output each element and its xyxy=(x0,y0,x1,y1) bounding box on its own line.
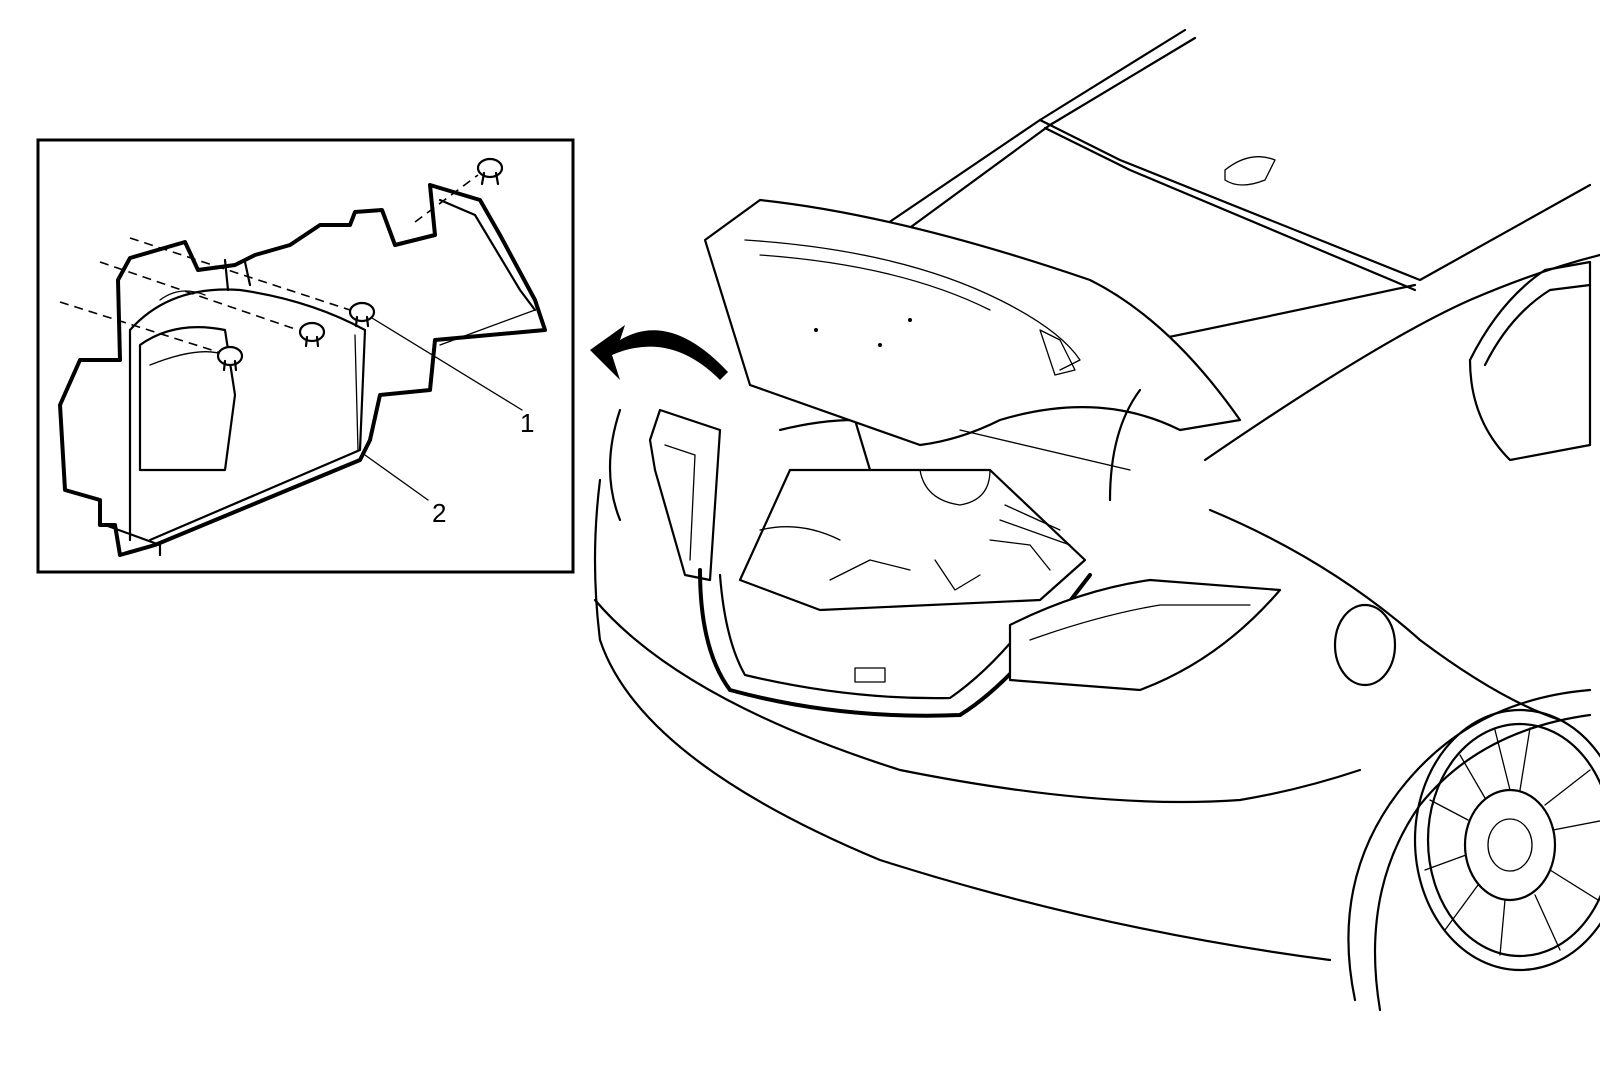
right-tail-lamp-illustration xyxy=(1008,578,1282,692)
callout-1-label: 1 xyxy=(520,408,534,438)
callout-1-leader xyxy=(371,317,523,411)
callout-2-leader xyxy=(364,454,429,501)
retainer-illustration xyxy=(216,157,504,372)
left-tail-lamp-illustration xyxy=(648,408,722,582)
decklid-illustration xyxy=(703,198,1242,502)
fuel-door-illustration xyxy=(1333,603,1397,687)
trim-panel-illustration xyxy=(58,183,547,557)
wheel-illustration xyxy=(1413,708,1600,972)
callout-2-label: 2 xyxy=(432,498,446,528)
view-arrow xyxy=(590,325,728,380)
install-path-lines xyxy=(59,174,479,353)
detail-frame xyxy=(36,138,575,574)
detail-view: 1 2 xyxy=(36,138,575,574)
vehicle-rear-view xyxy=(590,28,1600,1012)
